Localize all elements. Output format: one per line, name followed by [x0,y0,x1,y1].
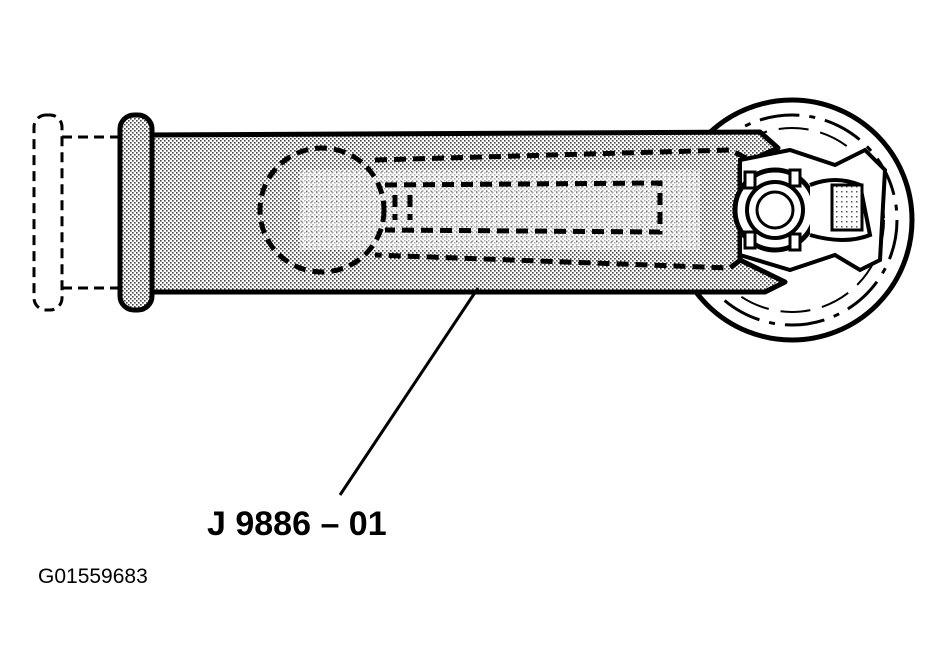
tool-callout-label: J 9886 – 01 [207,505,387,543]
hub-coupling [732,147,888,273]
figure-id: G01559683 [38,565,148,588]
ghost-handle-end [32,113,128,312]
tool-collar [117,112,155,313]
callout-leader-line [338,287,480,496]
